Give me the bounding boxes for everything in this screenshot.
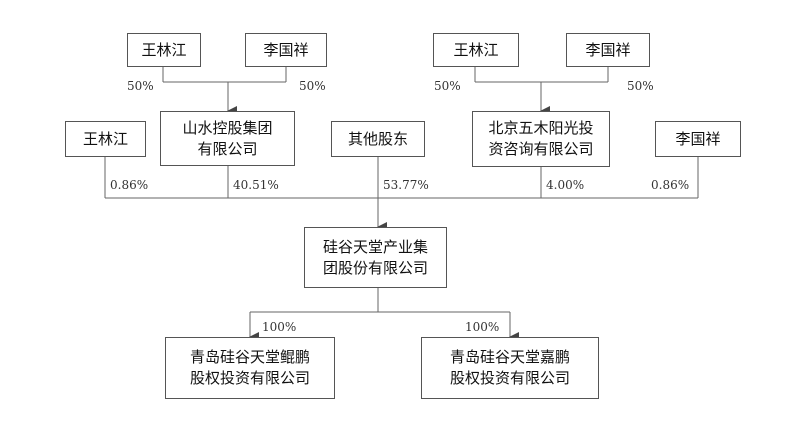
pct-beijing-guigu: 4.00% bbox=[546, 178, 585, 192]
pct-wang-beijing: 50% bbox=[434, 79, 461, 93]
pct-guigu-kunpeng: 100% bbox=[262, 320, 297, 334]
node-wang-linjiang-top-right: 王林江 bbox=[433, 33, 519, 67]
pct-shanshui-guigu: 40.51% bbox=[233, 178, 279, 192]
node-qingdao-kunpeng: 青岛硅谷天堂鲲鹏 股权投资有限公司 bbox=[165, 337, 335, 399]
pct-li-guigu: 0.86% bbox=[651, 178, 690, 192]
pct-li-shanshui: 50% bbox=[299, 79, 326, 93]
node-li-guoxiang-top-right: 李国祥 bbox=[566, 33, 650, 67]
node-wang-linjiang-left: 王林江 bbox=[65, 121, 146, 157]
node-beijing-wumu: 北京五木阳光投 资咨询有限公司 bbox=[472, 111, 610, 167]
node-guigu-tiantang-group: 硅谷天堂产业集 团股份有限公司 bbox=[304, 227, 447, 288]
pct-guigu-jiapeng: 100% bbox=[465, 320, 500, 334]
node-shanshui-holding: 山水控股集团 有限公司 bbox=[160, 111, 295, 166]
node-li-guoxiang-right: 李国祥 bbox=[655, 121, 741, 157]
pct-wang-shanshui: 50% bbox=[127, 79, 154, 93]
pct-others-guigu: 53.77% bbox=[383, 178, 429, 192]
node-qingdao-jiapeng: 青岛硅谷天堂嘉鹏 股权投资有限公司 bbox=[421, 337, 599, 399]
pct-wang-guigu: 0.86% bbox=[110, 178, 149, 192]
node-wang-linjiang-top-left: 王林江 bbox=[127, 33, 201, 67]
pct-li-beijing: 50% bbox=[627, 79, 654, 93]
node-li-guoxiang-top-left: 李国祥 bbox=[245, 33, 327, 67]
node-other-shareholders: 其他股东 bbox=[331, 121, 425, 157]
